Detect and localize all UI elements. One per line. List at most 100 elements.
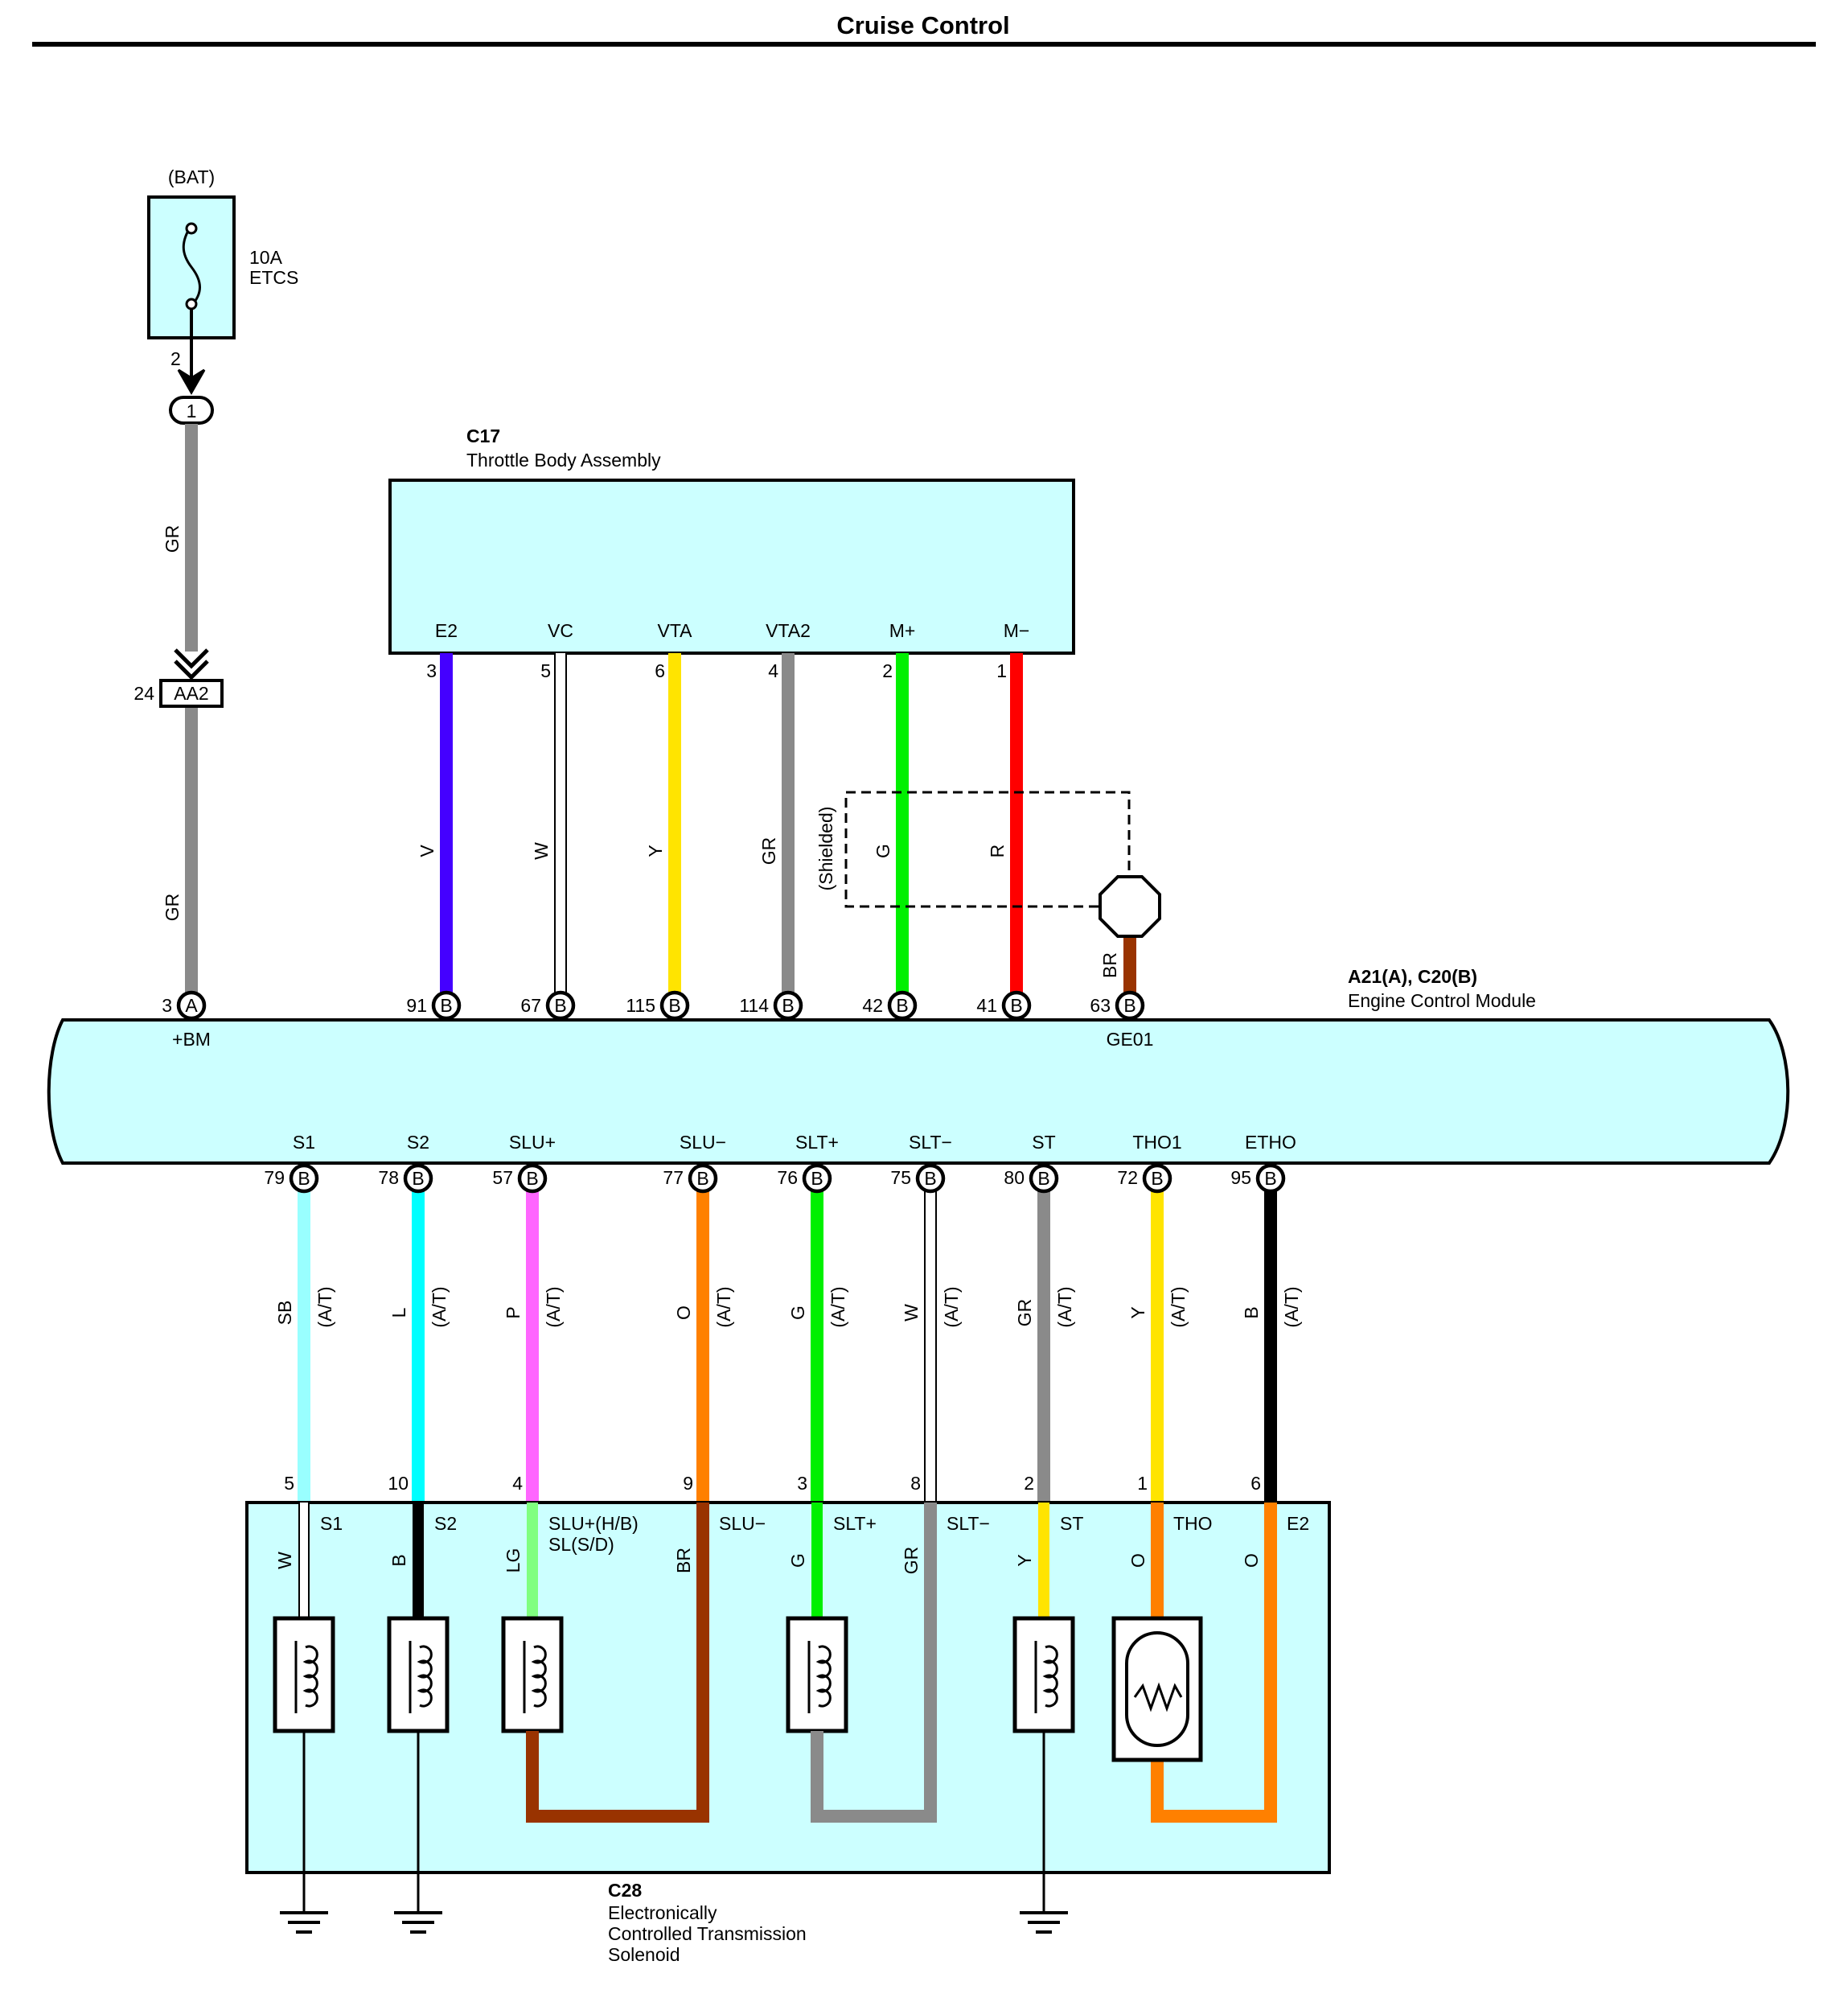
junction-label: 1 [187,401,197,421]
solenoid-pin-number: 6 [1250,1473,1261,1494]
solenoid-code: C28 [608,1880,642,1901]
wire-color-label: Y [1127,1306,1148,1318]
throttle-terminal-name: VC [548,620,573,641]
wire-color-label: G [787,1305,808,1320]
ecm-name: Engine Control Module [1348,990,1536,1011]
wire-note-label: (A/T) [941,1286,962,1327]
connector-pin [1029,1163,1059,1194]
ecm-pin-number: 41 [976,995,997,1016]
wire-note-label: (A/T) [827,1286,848,1327]
solenoid-pin-number: 1 [1137,1473,1148,1494]
solenoid-name-line: Solenoid [608,1944,680,1965]
connector-pin [802,1163,832,1194]
connector-pin-letter: B [1151,1168,1163,1189]
solenoid-terminal-name: S2 [434,1513,457,1534]
wire-color-label: BR [673,1548,694,1573]
chevron-down-icon [174,648,209,680]
ecm-pin-number: 75 [890,1167,911,1188]
wire-color-label: B [388,1554,409,1566]
wire-slt-loop [811,1503,937,1823]
ecm-pin-number: 95 [1230,1167,1251,1188]
solenoid-pin-number: 9 [683,1473,693,1494]
wire-color-label: GR [758,837,779,865]
connector-pin [915,1163,946,1194]
connector-pin [289,1163,319,1194]
connector-pin-letter: A [185,995,198,1016]
connector-pin [1142,1163,1172,1194]
wire-color-label: BR [1099,952,1120,978]
wire-color-label: O [1241,1553,1262,1568]
solenoid-terminal-name: THO [1173,1513,1213,1534]
ecm-terminal-name: SLU− [680,1132,726,1153]
solenoid-pin-number: 3 [797,1473,807,1494]
wire-color-label: GR [162,525,183,553]
ecm-terminal-name: SLT− [909,1132,952,1153]
throttle-terminal-pin: 3 [426,660,437,681]
wire-color-label: R [987,845,1008,858]
shield-outline [844,791,1131,908]
wire-color-label: G [873,844,893,858]
connector-pin-letter: B [1264,1168,1276,1189]
ecm-terminal-name: ST [1032,1132,1055,1153]
solenoid-terminal-name: SLU+(H/B) [548,1513,639,1534]
wire-slu-loop [526,1503,709,1823]
solenoid-pin-number: 4 [512,1473,523,1494]
fuse-terminal-top [185,222,198,235]
solenoid-pin-number: 10 [388,1473,409,1494]
shielded-label: (Shielded) [815,807,836,891]
wire-note-label: (A/T) [429,1286,450,1327]
fuse-name: ETCS [249,267,298,288]
arrow-down-icon [177,368,206,396]
throttle-terminal-name: VTA [657,620,692,641]
wire-color-label: O [673,1305,694,1320]
coil-icon [807,1641,832,1713]
solenoid-coil-box [387,1616,450,1733]
ecm-box [47,1018,1790,1165]
shield-ground-octagon [1099,875,1161,938]
ecm-terminal-name: S2 [407,1132,429,1153]
wire-note-label: (A/T) [314,1286,335,1327]
connector-pin-letter: B [1037,1168,1049,1189]
throttle-terminal-name: M+ [889,620,916,641]
solenoid-terminal-name: SLU− [719,1513,766,1534]
wire-color-label: G [787,1553,808,1568]
ecm-terminal-name: ETHO [1245,1132,1296,1153]
solenoid-terminal-name: S1 [320,1513,343,1534]
solenoid-coil-box [501,1616,564,1733]
throttle-body-box [388,479,1075,655]
wire-note-label: (A/T) [1054,1286,1075,1327]
ecm-pin-number: 76 [777,1167,798,1188]
wire-color-label: Y [645,845,666,857]
ecm-terminal-name: SLT+ [795,1132,839,1153]
throttle-code: C17 [466,426,500,446]
wire-color-label: P [503,1306,524,1318]
ecm-pin-number: 63 [1090,995,1111,1016]
solenoid-terminal-name: SLT+ [833,1513,877,1534]
ecm-pin-number: 114 [739,995,769,1016]
wire-note-label: (A/T) [1281,1286,1302,1327]
ecm-pin-number: 79 [264,1167,285,1188]
wire-color-label: L [388,1307,409,1318]
throttle-terminal-pin: 1 [996,660,1007,681]
connector-pin-letter: B [298,1168,310,1189]
wire-color-label: W [901,1304,922,1322]
solenoid-terminal-name: ST [1060,1513,1083,1534]
fuse-source-label: (BAT) [168,166,215,187]
connector-pin [1115,990,1145,1021]
throttle-terminal-name: E2 [435,620,458,641]
throttle-name: Throttle Body Assembly [466,450,661,471]
connector-pin-letter: B [924,1168,936,1189]
ecm-terminal-name: GE01 [1107,1029,1154,1050]
connector-pin-letter: B [668,995,680,1016]
ecm-pin-number: 78 [378,1167,399,1188]
throttle-terminals: E23VB91ETAVC5WB67VCTAVTA6YB115VTA1VTA24G… [406,620,1032,1050]
wire-color-label: GR [901,1547,922,1575]
throttle-terminal-pin: 2 [882,660,893,681]
ecm-pin-number: 80 [1004,1167,1025,1188]
solenoid-terminal-name: SL(S/D) [548,1534,614,1555]
coil-icon [409,1641,433,1713]
connector-pin-letter: B [526,1168,538,1189]
page-title: Cruise Control [836,11,1009,39]
ecm-pin-number: 91 [406,995,427,1016]
